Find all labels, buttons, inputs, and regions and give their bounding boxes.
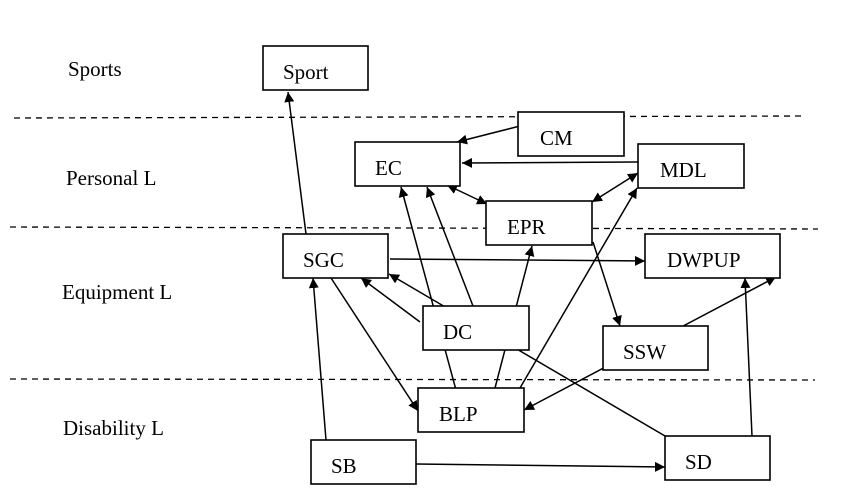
node-label: Sport bbox=[283, 60, 329, 84]
edge-dc-to-ec bbox=[425, 186, 474, 307]
edge-sgc-to-dwpup bbox=[389, 255, 646, 266]
node-dc: DC bbox=[422, 305, 530, 351]
node-cm: CM bbox=[517, 111, 625, 157]
node-ec: EC bbox=[354, 141, 461, 187]
node-box bbox=[637, 143, 745, 189]
node-box bbox=[664, 435, 771, 481]
edge-sd-to-dwpup bbox=[740, 277, 753, 437]
level-label-disability: Disability L bbox=[63, 416, 164, 440]
node-mdl: MDL bbox=[637, 143, 745, 189]
edge-mdl-to-ec bbox=[461, 157, 639, 168]
node-sd: SD bbox=[664, 435, 771, 481]
level-separator bbox=[9, 226, 819, 230]
level-label-personal: Personal L bbox=[66, 166, 156, 190]
node-box bbox=[282, 233, 389, 279]
node-label: SB bbox=[331, 454, 357, 478]
node-box bbox=[310, 439, 417, 485]
edge-sgc-to-blp bbox=[330, 277, 419, 412]
edge-blp-to-ec bbox=[398, 186, 457, 391]
node-label: CM bbox=[540, 126, 573, 150]
node-label: EC bbox=[375, 156, 402, 180]
node-box bbox=[417, 387, 525, 433]
node-epr: EPR bbox=[485, 200, 593, 246]
edge-epr-to-mdl bbox=[591, 172, 639, 203]
node-box bbox=[422, 305, 530, 351]
level-label-sports: Sports bbox=[68, 57, 122, 81]
node-sb: SB bbox=[310, 439, 417, 485]
edge-sb-to-sgc bbox=[308, 277, 327, 441]
node-label: SGC bbox=[303, 248, 344, 272]
level-separator bbox=[13, 115, 806, 119]
node-ssw: SSW bbox=[602, 325, 709, 371]
node-sgc: SGC bbox=[282, 233, 389, 279]
node-sport: Sport bbox=[262, 45, 369, 91]
node-box bbox=[602, 325, 709, 371]
node-label: SSW bbox=[623, 340, 666, 364]
node-dwpup: DWPUP bbox=[644, 233, 781, 279]
node-label: DC bbox=[443, 320, 472, 344]
node-label: SD bbox=[685, 450, 712, 474]
level-separator bbox=[9, 378, 816, 381]
level-label-equipment: Equipment L bbox=[62, 280, 172, 304]
node-box bbox=[262, 45, 369, 91]
node-blp: BLP bbox=[417, 387, 525, 433]
edge-dc-to-sgc bbox=[360, 277, 421, 323]
edge-cm-to-ec bbox=[456, 125, 521, 145]
node-box bbox=[517, 111, 625, 157]
node-box bbox=[644, 233, 781, 279]
node-label: BLP bbox=[439, 402, 478, 426]
edge-ec-to-epr bbox=[446, 184, 488, 205]
node-box bbox=[485, 200, 593, 246]
node-box bbox=[354, 141, 461, 187]
edge-sd-to-sgc bbox=[388, 273, 666, 437]
node-label: EPR bbox=[507, 215, 546, 239]
edge-sgc-to-sport bbox=[284, 91, 307, 235]
edge-epr-to-ssw bbox=[592, 241, 622, 327]
node-label: DWPUP bbox=[667, 248, 741, 272]
node-label: MDL bbox=[660, 158, 707, 182]
edge-sb-to-sd bbox=[415, 461, 666, 472]
